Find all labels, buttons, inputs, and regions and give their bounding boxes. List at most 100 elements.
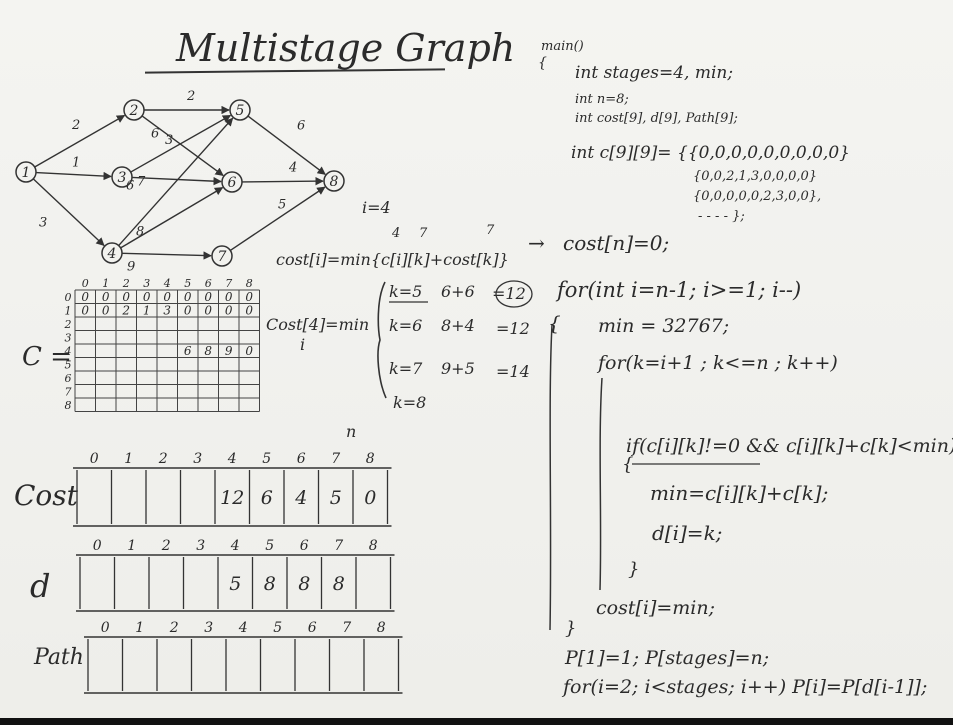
graph-node <box>221 171 243 193</box>
d-index: 0 <box>93 538 102 554</box>
code-line: d[i]=k; <box>652 521 722 545</box>
code-main: main() <box>541 39 584 54</box>
edge-weight: 7 <box>137 175 146 190</box>
graph-node <box>101 242 123 264</box>
k-value: k=7 <box>389 359 423 378</box>
recurrence-formula: cost[i]=min{c[i][k]+cost[k]} <box>276 250 509 269</box>
cost4-subscript: i <box>300 335 305 354</box>
edge-weight: 6 <box>151 127 159 142</box>
node-label: 8 <box>330 174 339 190</box>
code-line: {0,0,2,1,3,0,0,0,0} <box>693 169 817 184</box>
matrix-cell: 0 <box>81 290 89 304</box>
path-index: 4 <box>238 620 248 636</box>
arrow: → <box>528 231 545 255</box>
matrix-col-header: 8 <box>246 277 253 290</box>
matrix-row-header: 1 <box>65 305 72 318</box>
path-index: 6 <box>308 620 317 636</box>
node-label: 5 <box>236 103 245 119</box>
graph-edge <box>34 114 126 168</box>
cost-index: 7 <box>331 451 340 467</box>
i-value: i=4 <box>362 198 391 217</box>
graph-edge <box>131 176 222 186</box>
matrix-cell: 6 <box>184 344 192 358</box>
graph-edge <box>241 176 324 186</box>
code-line: int n=8; <box>575 92 629 107</box>
matrix-label: C = <box>22 342 72 372</box>
superscript: 7 <box>486 223 495 238</box>
matrix-cell: 0 <box>163 290 171 304</box>
d-array-label: d <box>30 567 50 605</box>
node-label: 6 <box>228 175 237 191</box>
matrix-cell: 2 <box>121 304 130 318</box>
matrix-row-header: 0 <box>65 291 72 304</box>
matrix-row-header: 3 <box>65 332 72 345</box>
path-index: 3 <box>204 620 213 636</box>
d-index: 7 <box>334 538 343 554</box>
matrix-cell: 0 <box>143 290 151 304</box>
k-value: k=8 <box>393 393 426 412</box>
cost-index: 4 <box>227 451 237 467</box>
matrix-row-header: 8 <box>65 399 72 412</box>
cost-cell: 0 <box>364 487 376 509</box>
matrix-cell: 0 <box>102 304 110 318</box>
cost-index: 5 <box>262 451 271 467</box>
matrix-cell: 3 <box>163 304 171 318</box>
code-brace: } <box>628 559 639 580</box>
graph-edge <box>121 251 212 260</box>
graph-node <box>229 99 251 121</box>
matrix-row-header: 7 <box>65 386 72 399</box>
graph-edge <box>141 115 224 177</box>
cost-index: 3 <box>193 451 202 467</box>
k-expression: 8+4 <box>441 316 475 335</box>
cost-index: 1 <box>124 451 133 467</box>
d-index: 3 <box>196 538 205 554</box>
edge-weight: 2 <box>71 118 80 133</box>
node-label: 2 <box>129 103 139 119</box>
path-array-label: Path <box>33 645 84 670</box>
path-index: 8 <box>377 620 386 636</box>
n-marker: n <box>346 422 356 441</box>
edge-weight: 1 <box>72 156 80 171</box>
edge-weight: 5 <box>278 198 286 213</box>
k-value: k=6 <box>389 316 422 335</box>
graph-node <box>111 166 133 188</box>
matrix-cell: 0 <box>102 290 110 304</box>
matrix-cell: 9 <box>225 344 233 358</box>
matrix-col-header: 7 <box>225 277 232 290</box>
k-expression: 6+6 <box>441 282 475 301</box>
matrix-row-header: 6 <box>65 372 72 385</box>
graph-node <box>211 245 233 267</box>
graph-node <box>323 170 345 192</box>
d-cell: 5 <box>229 573 241 595</box>
code-line: min=c[i][k]+c[k]; <box>650 481 828 505</box>
matrix-row-header: 2 <box>64 318 72 331</box>
cost-cell: 6 <box>261 487 273 509</box>
code-line: int cost[9], d[9], Path[9]; <box>575 111 738 126</box>
node-label: 7 <box>218 249 227 265</box>
min-circle <box>495 280 533 308</box>
superscript: 4 <box>391 226 400 241</box>
matrix-col-header: 2 <box>122 277 130 290</box>
cost-index: 0 <box>90 451 99 467</box>
code-line: for(int i=n-1; i>=1; i--) <box>555 278 801 302</box>
page-title: Multistage Graph <box>176 26 516 70</box>
d-index: 6 <box>300 538 309 554</box>
code-line: - - - - }; <box>698 209 745 224</box>
d-cell: 8 <box>333 573 345 595</box>
graph-edge <box>130 114 232 173</box>
code-line: for(i=2; i<stages; i++) P[i]=P[d[i-1]]; <box>561 676 927 698</box>
matrix-cell: 0 <box>81 304 89 318</box>
edge-weight: 3 <box>165 133 173 148</box>
code-line: P[1]=1; P[stages]=n; <box>564 647 769 669</box>
code-line: cost[i]=min; <box>596 597 715 619</box>
code-line: for(k=i+1 ; k<=n ; k++) <box>596 352 838 374</box>
d-index: 2 <box>161 538 171 554</box>
path-index: 5 <box>273 620 282 636</box>
code-line: int c[9][9]= {{0,0,0,0,0,0,0,0,0} <box>571 143 850 163</box>
cost-cell: 4 <box>294 487 307 509</box>
superscript: 7 <box>419 226 428 241</box>
